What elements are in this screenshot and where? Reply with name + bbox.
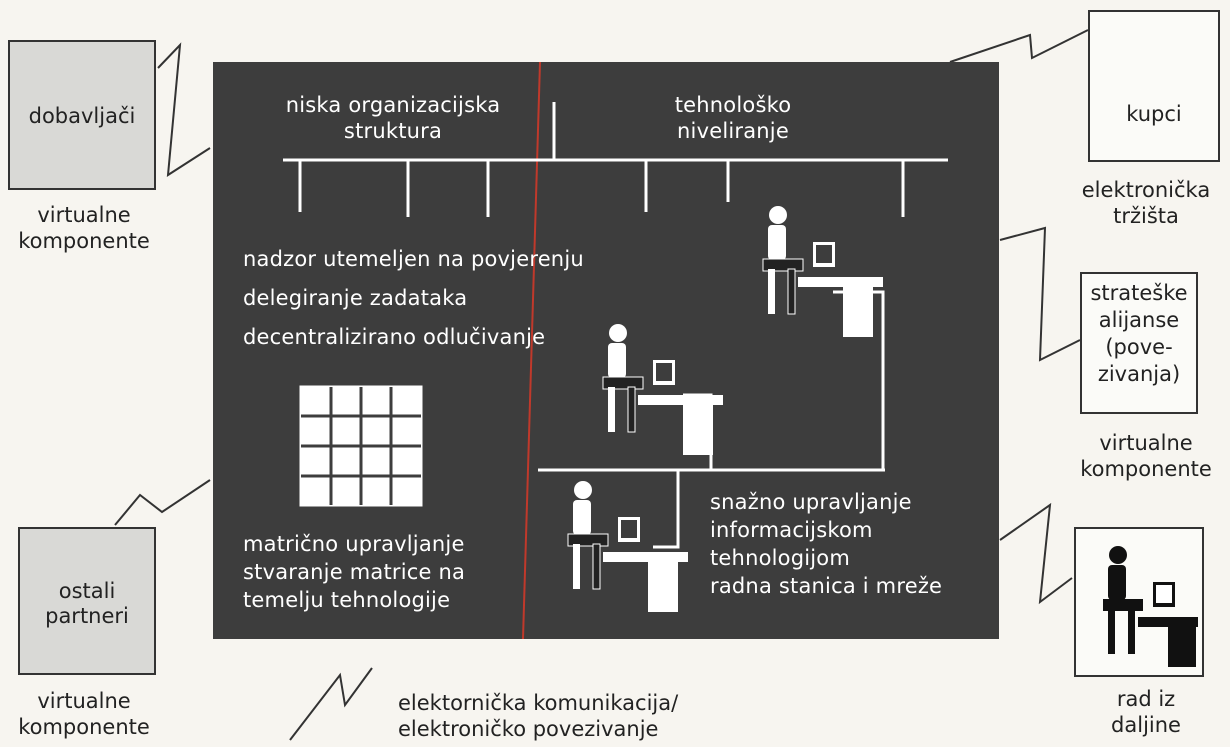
link-remote bbox=[999, 502, 1073, 605]
trust-text: nadzor utemeljen na povjerenju delegiran… bbox=[243, 240, 584, 357]
matrix-line: stvaranje matrice na bbox=[243, 560, 466, 584]
it-line: radna stanica i mreže bbox=[710, 574, 943, 598]
link-alliances bbox=[999, 226, 1081, 362]
org-tree bbox=[283, 102, 948, 217]
right-header-line: tehnološko bbox=[674, 93, 792, 117]
alliances-label: strateške alijanse (pove- zivanja) bbox=[1082, 280, 1196, 388]
label-line: alijanse bbox=[1098, 308, 1180, 332]
right-header: tehnološko niveliranje bbox=[613, 92, 853, 144]
legend-line: elektornička komunikacija/ bbox=[398, 691, 679, 715]
red-divider bbox=[522, 62, 541, 639]
alliances-caption: virtualne komponente bbox=[1062, 430, 1230, 482]
trust-line: nadzor utemeljen na povjerenju bbox=[243, 247, 584, 271]
link-customers bbox=[949, 29, 1089, 63]
link-other-partners bbox=[114, 479, 211, 526]
workstation-icon bbox=[762, 206, 883, 337]
matrix-grid-icon bbox=[299, 385, 423, 507]
other-partners-label: ostali partneri bbox=[20, 579, 154, 629]
label-line: (pove- bbox=[1105, 335, 1173, 359]
link-suppliers bbox=[157, 42, 211, 177]
it-line: informacijskom bbox=[710, 518, 873, 542]
workstation-icon bbox=[1103, 546, 1198, 667]
legend-zigzag-icon bbox=[289, 667, 373, 741]
customers-label: kupci bbox=[1126, 102, 1182, 126]
other-partners-box: ostali partneri bbox=[18, 527, 156, 675]
caption-line: tržišta bbox=[1113, 204, 1179, 228]
caption-line: komponente bbox=[18, 715, 150, 739]
caption-line: virtualne bbox=[1099, 431, 1193, 455]
customers-box: kupci bbox=[1088, 10, 1220, 162]
remote-work-caption: rad iz daljine bbox=[1062, 686, 1230, 738]
left-header: niska organizacijska struktura bbox=[243, 92, 543, 144]
left-header-line: niska organizacijska bbox=[285, 93, 501, 117]
workstation-icon bbox=[602, 324, 723, 455]
legend-text: elektornička komunikacija/ elektroničko … bbox=[398, 690, 678, 742]
suppliers-box: dobavljači bbox=[8, 40, 156, 190]
caption-line: komponente bbox=[1080, 457, 1212, 481]
label-line: zivanja) bbox=[1097, 362, 1181, 386]
legend-line: elektroničko povezivanje bbox=[398, 717, 659, 741]
suppliers-label: dobavljači bbox=[28, 104, 136, 128]
caption-line: daljine bbox=[1111, 713, 1181, 737]
alliances-box: strateške alijanse (pove- zivanja) bbox=[1080, 272, 1198, 414]
left-header-line: struktura bbox=[343, 119, 443, 143]
right-header-line: niveliranje bbox=[677, 119, 789, 143]
label-line: ostali bbox=[58, 579, 116, 603]
matrix-line: matrično upravljanje bbox=[243, 532, 465, 556]
caption-line: virtualne bbox=[37, 689, 131, 713]
suppliers-caption: virtualne komponente bbox=[0, 202, 168, 254]
central-panel: niska organizacijska struktura tehnološk… bbox=[213, 62, 999, 639]
remote-work-box bbox=[1074, 527, 1204, 677]
panel-graphics bbox=[283, 62, 948, 639]
it-text: snažno upravljanje informacijskom tehnol… bbox=[710, 488, 942, 600]
label-line: partneri bbox=[45, 604, 129, 628]
caption-line: komponente bbox=[18, 229, 150, 253]
it-line: snažno upravljanje bbox=[710, 490, 912, 514]
caption-line: rad iz bbox=[1116, 687, 1176, 711]
other-partners-caption: virtualne komponente bbox=[0, 688, 168, 740]
trust-line: delegiranje zadataka bbox=[243, 286, 468, 310]
trust-line: decentralizirano odlučivanje bbox=[243, 325, 546, 349]
matrix-line: temelju tehnologije bbox=[243, 588, 451, 612]
it-line: tehnologijom bbox=[710, 546, 851, 570]
label-line: strateške bbox=[1090, 281, 1188, 305]
customers-caption: elektronička tržišta bbox=[1062, 177, 1230, 229]
workstation-icon bbox=[567, 481, 688, 612]
caption-line: virtualne bbox=[37, 203, 131, 227]
matrix-text: matrično upravljanje stvaranje matrice n… bbox=[243, 530, 465, 614]
caption-line: elektronička bbox=[1081, 178, 1211, 202]
